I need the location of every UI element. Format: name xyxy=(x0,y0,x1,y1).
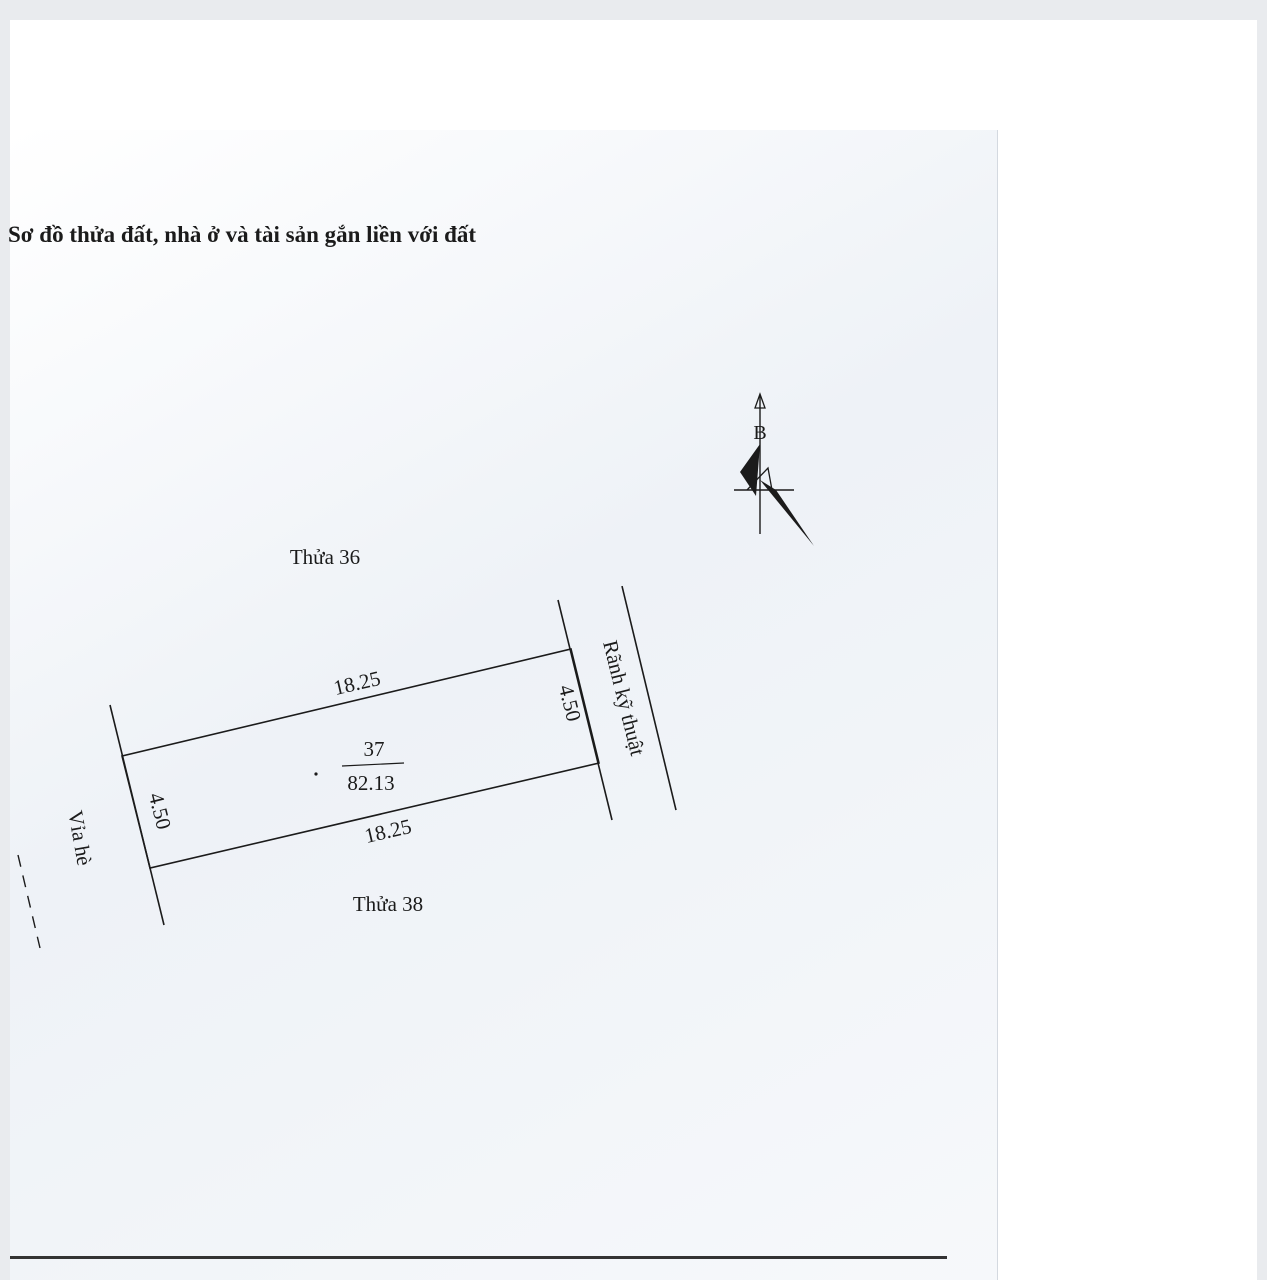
west-boundary-label: Vỉa hè xyxy=(63,809,96,868)
parcel-number: 37 xyxy=(364,737,385,761)
south-parcel-label: Thửa 38 xyxy=(353,892,423,916)
bottom-rule xyxy=(10,1256,947,1259)
drainage-channel-line xyxy=(621,585,677,811)
east-boundary-label: Rãnh kỹ thuật xyxy=(598,638,650,758)
document-sheet xyxy=(10,20,1257,1280)
parcel-fraction-bar xyxy=(341,762,405,767)
page-edge-line xyxy=(997,130,998,1280)
north-arrow-icon xyxy=(734,392,814,546)
east-inner-boundary-line xyxy=(557,599,613,821)
north-parcel-label: Thửa 36 xyxy=(290,545,360,569)
sidewalk-dashed-line xyxy=(17,854,41,949)
compass-north-label: B xyxy=(753,422,766,444)
bottom-edge-length: 18.25 xyxy=(362,814,413,848)
left-edge-length: 4.50 xyxy=(144,790,176,831)
document-title: Sơ đồ thửa đất, nhà ở và tài sản gắn liề… xyxy=(8,222,477,247)
paper-watermark-shade xyxy=(10,130,998,1280)
parcel-centroid-dot xyxy=(314,772,318,776)
west-boundary-line xyxy=(109,704,165,926)
parcel-area: 82.13 xyxy=(347,771,394,795)
